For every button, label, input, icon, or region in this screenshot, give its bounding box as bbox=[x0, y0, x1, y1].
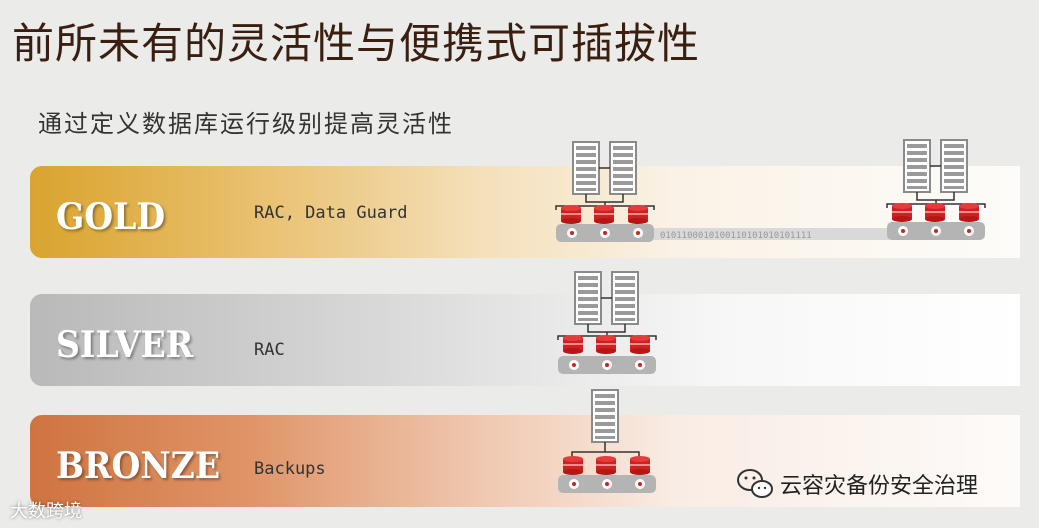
gold-standby-cluster bbox=[887, 140, 985, 240]
silver-tier-label: SILVER bbox=[56, 324, 194, 366]
gold-primary-cluster bbox=[556, 142, 654, 242]
bronze-tier-band: BRONZE Backups bbox=[30, 415, 1020, 507]
bronze-cluster bbox=[558, 389, 656, 493]
replication-link bbox=[654, 228, 890, 240]
watermark-text: 云容灾备份安全治理 bbox=[780, 474, 979, 499]
gold-tier-band: GOLD RAC, Data Guard bbox=[30, 166, 1020, 258]
gold-tier-description: RAC, Data Guard bbox=[254, 203, 408, 223]
bronze-tier-label: BRONZE bbox=[56, 445, 221, 487]
silver-tier-description: RAC bbox=[254, 340, 285, 360]
wechat-icon bbox=[737, 469, 773, 498]
corner-logo: 大数跨境 bbox=[10, 501, 82, 522]
gold-tier-label: GOLD bbox=[56, 196, 166, 238]
bronze-tier-description: Backups bbox=[254, 459, 326, 479]
replication-bits: 0101100010100110101010101111 bbox=[660, 231, 812, 241]
silver-tier-band: SILVER RAC bbox=[30, 294, 1020, 386]
silver-cluster bbox=[558, 272, 656, 374]
page-subtitle: 通过定义数据库运行级别提高灵活性 bbox=[38, 110, 454, 138]
page-title: 前所未有的灵活性与便携式可插拔性 bbox=[12, 19, 701, 68]
